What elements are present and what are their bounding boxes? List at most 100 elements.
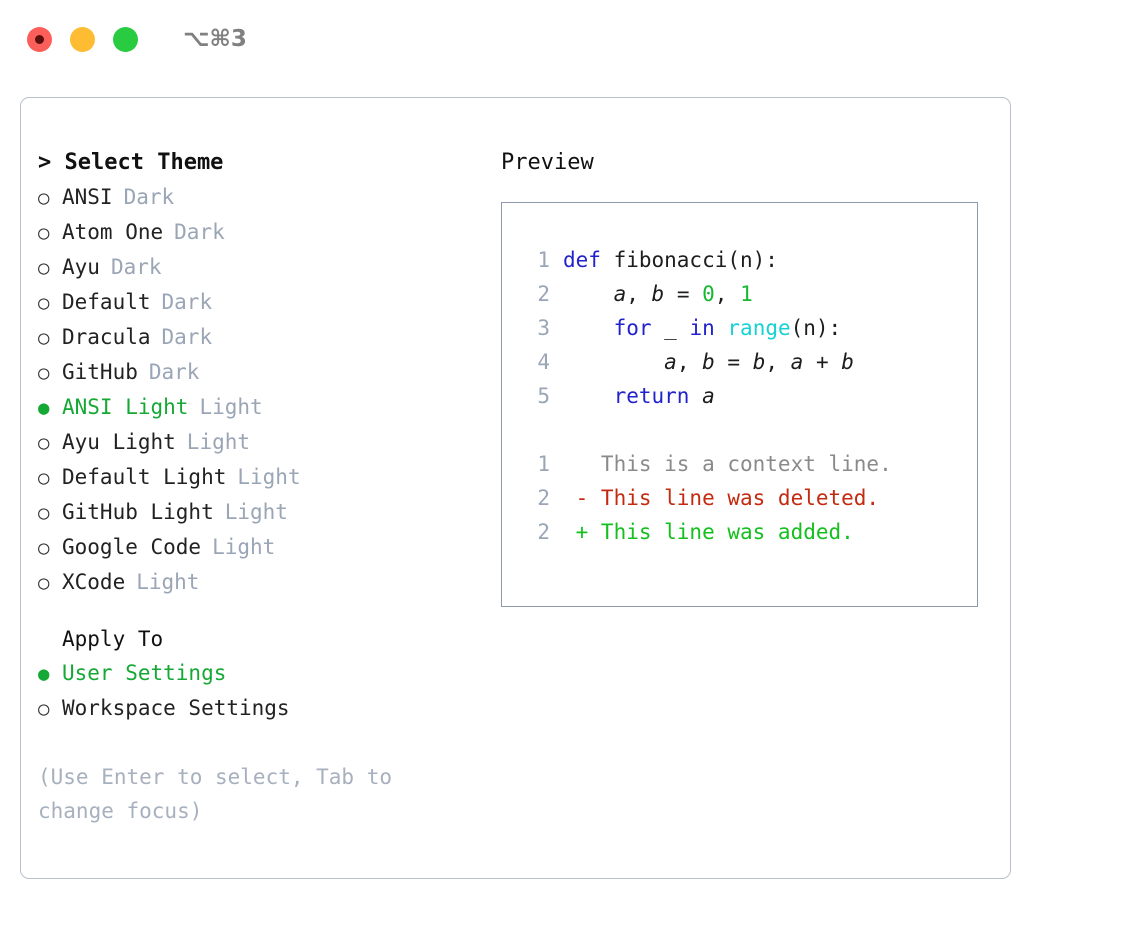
radio-unselected-icon[interactable]: ○ [38,502,50,524]
code-token: for [613,316,652,340]
theme-variant-tag: Dark [161,290,213,314]
code-line-number: 5 [537,384,550,408]
theme-option-label: Default Light [62,465,227,489]
radio-unselected-icon[interactable]: ○ [38,537,50,559]
diff-line-content: + This line was added. [563,520,854,544]
theme-option-row[interactable]: ○ Google Code Light [38,530,478,565]
code-token [689,384,702,408]
apply-to-option-row[interactable]: ○Workspace Settings [38,691,478,726]
radio-selected-icon[interactable]: ● [38,397,50,419]
code-line-number: 3 [537,316,550,340]
code-token: (n): [790,316,842,340]
apply-to-option-row[interactable]: ● User Settings [38,656,478,691]
code-token: , [676,350,703,374]
theme-variant-tag: Dark [110,255,162,279]
code-token [563,350,664,374]
code-line-number: 2 [537,282,550,306]
titlebar-shortcut-label: ⌥⌘3 [183,26,247,52]
theme-option-label: Ayu [62,255,100,279]
theme-option-row[interactable]: ○ ANSI Dark [38,180,478,215]
code-token: , [714,282,741,306]
radio-unselected-icon[interactable]: ○ [38,698,50,720]
code-line-number: 1 [537,248,550,272]
radio-unselected-icon[interactable]: ○ [38,327,50,349]
theme-option-label: Default [62,290,151,314]
code-token: _ [651,316,690,340]
radio-unselected-icon[interactable]: ○ [38,222,50,244]
code-token: a [790,350,804,374]
diff-line-content: This is a context line. [563,452,892,476]
theme-option-label: Google Code [62,535,202,559]
diff-line-number: 2 [537,486,550,510]
theme-option-row[interactable]: ○ Ayu Dark [38,250,478,285]
close-button-icon[interactable] [27,26,52,52]
spacer [38,600,478,622]
code-line-content: return a [563,379,715,413]
theme-variant-tag: Light [212,535,276,559]
code-token: b [841,350,854,374]
spacer [38,726,478,760]
theme-option-label: GitHub Light [62,500,214,524]
code-token: = [664,282,703,306]
radio-unselected-icon[interactable]: ○ [38,362,50,384]
theme-variant-tag: Light [186,430,251,454]
diff-line: 2 + This line was added. [520,515,977,549]
code-token: 0 [702,282,715,306]
diff-line-number: 1 [537,452,550,476]
code-token: b [651,282,665,306]
window-controls [27,26,138,52]
diff-line-number: 2 [537,520,550,544]
spacer [520,413,977,447]
diff-sample-block: 1 This is a context line.2 - This line w… [520,447,977,549]
apply-to-options-list: ● User Settings ○Workspace Settings [38,656,478,726]
theme-variant-tag: Dark [123,185,175,209]
code-line: 2 a, b = 0, 1 [520,277,977,311]
theme-option-row[interactable]: ● ANSI Light Light [38,390,478,425]
theme-option-row[interactable]: ○ Default Dark [38,285,478,320]
diff-line: 1 This is a context line. [520,447,977,481]
code-token [563,282,614,306]
radio-unselected-icon[interactable]: ○ [38,187,50,209]
code-token: + [803,350,842,374]
code-token: b [752,350,766,374]
radio-unselected-icon[interactable]: ○ [38,257,50,279]
minimize-button-icon[interactable] [70,26,95,52]
theme-variant-tag: Light [136,570,200,594]
radio-unselected-icon[interactable]: ○ [38,432,50,454]
apply-to-option-label: User Settings [62,661,227,685]
radio-selected-icon[interactable]: ● [38,663,50,685]
diff-line: 2 - This line was deleted. [520,481,977,515]
code-token: fibonacci [613,248,728,272]
radio-unselected-icon[interactable]: ○ [38,292,50,314]
code-token: return [613,384,690,408]
preview-title: Preview [501,150,594,175]
code-line: 3 for _ in range(n): [520,311,977,345]
theme-variant-tag: Dark [174,220,225,244]
theme-variant-tag: Light [199,395,263,419]
theme-option-label: ANSI Light [62,395,189,419]
code-token: , [765,350,791,374]
code-token: , [626,282,652,306]
theme-variant-tag: Dark [161,325,213,349]
radio-unselected-icon[interactable]: ○ [38,572,50,594]
maximize-button-icon[interactable] [113,26,138,52]
theme-option-label: GitHub [62,360,138,384]
keyboard-hint-text: (Use Enter to select, Tab to change focu… [38,765,393,823]
theme-option-label: ANSI [62,185,113,209]
code-token: a [664,350,677,374]
code-token: a [702,384,715,408]
radio-unselected-icon[interactable]: ○ [38,467,50,489]
code-token: b [702,350,715,374]
